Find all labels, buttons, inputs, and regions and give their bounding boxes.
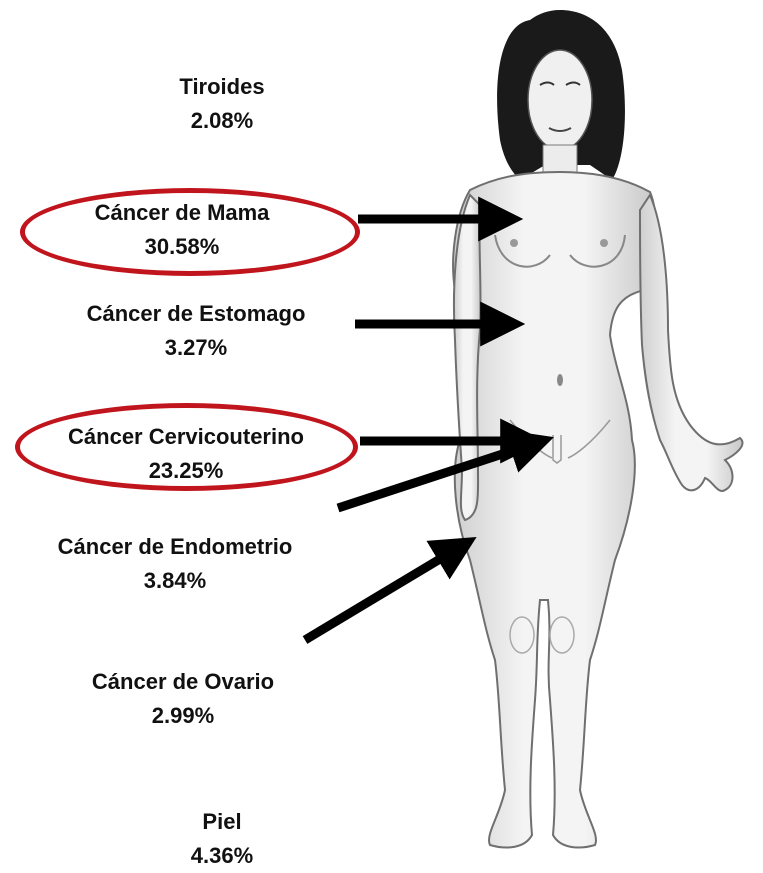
- label-cancer-de-ovario: Cáncer de Ovario 2.99%: [92, 665, 274, 733]
- label-name: Cáncer de Ovario: [92, 665, 274, 699]
- label-value: 4.36%: [191, 839, 253, 873]
- label-tiroides: Tiroides 2.08%: [179, 70, 264, 138]
- label-cancer-cervicouterino: Cáncer Cervicouterino 23.25%: [68, 420, 304, 488]
- label-value: 30.58%: [95, 230, 270, 264]
- label-name: Cáncer de Endometrio: [58, 530, 293, 564]
- label-value: 2.08%: [179, 104, 264, 138]
- label-cancer-de-mama: Cáncer de Mama 30.58%: [95, 196, 270, 264]
- label-value: 3.27%: [87, 331, 306, 365]
- label-name: Cáncer de Estomago: [87, 297, 306, 331]
- label-cancer-de-estomago: Cáncer de Estomago 3.27%: [87, 297, 306, 365]
- label-value: 2.99%: [92, 699, 274, 733]
- label-name: Tiroides: [179, 70, 264, 104]
- label-value: 23.25%: [68, 454, 304, 488]
- label-value: 3.84%: [58, 564, 293, 598]
- label-name: Piel: [191, 805, 253, 839]
- label-name: Cáncer de Mama: [95, 196, 270, 230]
- arrow-endometrio: [338, 445, 530, 508]
- label-piel: Piel 4.36%: [191, 805, 253, 873]
- arrow-ovario: [305, 550, 455, 640]
- label-cancer-de-endometrio: Cáncer de Endometrio 3.84%: [58, 530, 293, 598]
- label-name: Cáncer Cervicouterino: [68, 420, 304, 454]
